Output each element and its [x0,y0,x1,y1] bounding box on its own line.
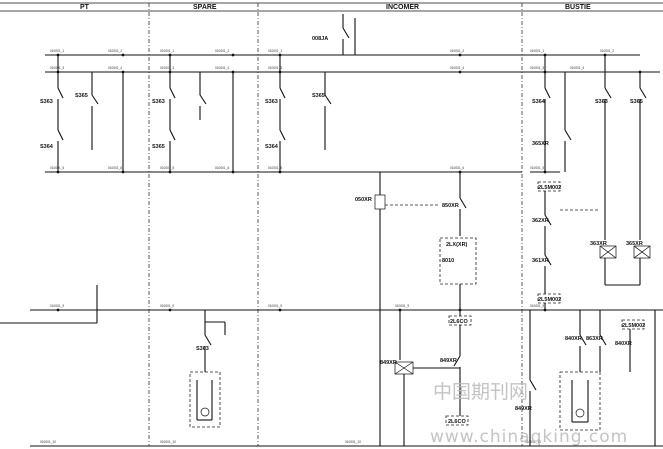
label-s363: S363 [595,99,608,105]
label-s365: S365 [630,99,643,105]
terminal-label: 010001_5 [530,166,544,170]
terminal-label: 010001_4 [215,66,229,70]
watermark-url: www.chinaqking.com [430,427,628,447]
label-849xr-right: 849XR [440,358,457,364]
terminal-label: 010001_3 [268,66,282,70]
label-365xr-coil: 365XR [626,241,643,247]
terminal-label: 010001_1 [268,49,282,53]
label-s363: S363 [40,99,53,105]
terminal-label: 010001_4 [450,66,464,70]
terminal-label: 010001_9 [530,304,544,308]
terminal-label: 010001_10 [160,440,176,444]
terminal-label: 010001_4 [108,66,122,70]
label-850xr: 850XR [442,203,459,209]
label-s365: S365 [152,144,165,150]
terminal-label: 010001_4 [570,66,584,70]
terminal-label: 010001_1 [530,49,544,53]
label-8010: 8010 [442,258,454,264]
spare-contacts: S363 S365 S363 [152,55,234,428]
label-s364: S364 [265,144,279,150]
terminal-label: 010001_2 [600,49,614,53]
terminal-label: 010001_9 [395,304,409,308]
label-849xr-left: 849XR [380,360,397,366]
terminal-label: 010001_5 [160,166,174,170]
terminal-label: 010001_9 [268,304,282,308]
terminal-label: 010001_10 [345,440,361,444]
label-362xr: 362XR [532,218,549,224]
terminal-label: 010001_3 [530,66,544,70]
label-2l5m002-lower: 2L5M002 [538,297,561,303]
label-s365: S365 [75,93,88,99]
label-s363: S363 [265,99,278,105]
terminal-label: 010001_6 [108,166,122,170]
label-s364: S364 [532,99,546,105]
incomer-contacts: 008JA S365 S363 S364 050XR 850XR 2LX(XR)… [265,14,477,446]
terminal-label: 010001_2 [108,49,122,53]
section-separators [148,3,523,446]
terminal-label: 010001_1 [50,49,64,53]
label-2l6co-upper: 2L6CO [450,319,468,325]
terminal-label: 010001_10 [525,440,541,444]
header-spare: SPARE [193,4,217,11]
terminal-label: 010001_3 [50,66,64,70]
label-008ja: 008JA [312,36,328,42]
label-840xr: 840XR [565,336,582,342]
label-2l5m002-bottom: 2L5M002 [622,323,645,329]
header-incomer: INCOMER [386,4,419,11]
watermark-cn: 中国期刊网 [433,381,528,403]
terminal-label: 010001_10 [40,440,56,444]
terminal-label: 010001_6 [215,166,229,170]
terminal-label: 010001_5 [50,166,64,170]
watermark: 中国期刊网 www.chinaqking.com [430,381,628,447]
terminal-label: 010001_9 [160,304,174,308]
bus-lines [0,54,663,447]
header-bustie: BUSTIE [565,4,591,11]
label-365xr: 365XR [532,141,549,147]
terminal-label: 010001_3 [160,66,174,70]
label-2lx: 2LX(XR) [446,242,468,248]
label-849xr: 849XR [515,406,532,412]
label-s364: S364 [40,144,54,150]
label-361xr: 361XR [532,258,549,264]
label-s363: S363 [152,99,165,105]
junction-nodes [56,53,642,312]
header-pt: PT [80,4,90,11]
label-840xr-right: 840XR [615,341,632,347]
label-050xr: 050XR [355,197,372,203]
label-s363-lower: S363 [196,346,209,352]
label-2l6co-lower: 2L6CO [448,419,466,425]
label-s365: S365 [312,93,325,99]
pt-contacts: S363 S365 S364 [40,55,124,172]
terminal-label: 010001_5 [268,166,282,170]
label-2l5m002-upper: 2L5M002 [538,185,561,191]
label-363xr: 363XR [590,241,607,247]
section-header-bar: PT SPARE INCOMER BUSTIE [0,2,663,12]
terminal-labels: 010001_1 010001_2 010001_1 010001_2 0100… [40,49,614,444]
terminal-label: 010001_6 [450,166,464,170]
terminal-label: 010001_9 [50,304,64,308]
terminal-label: 010001_1 [160,49,174,53]
bustie-contacts: S364 365XR S363 S365 2L5M002 362XR 361XR… [515,55,656,446]
terminal-label: 010001_2 [450,49,464,53]
label-863xr: 863XR [586,336,603,342]
terminal-label: 010001_2 [215,49,229,53]
